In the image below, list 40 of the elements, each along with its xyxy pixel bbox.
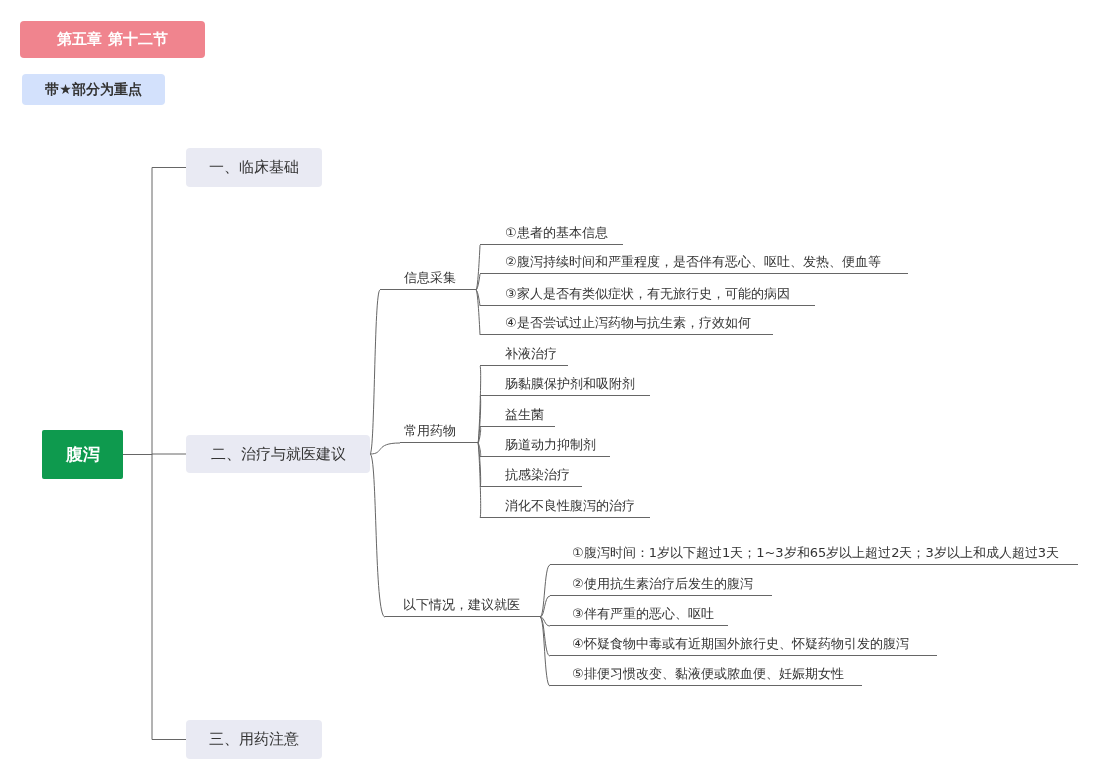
connector-line bbox=[369, 442, 401, 455]
branch-label: 常用药物 bbox=[400, 417, 478, 443]
branch-label: 肠道动力抑制剂 bbox=[480, 432, 610, 457]
connector-line bbox=[475, 273, 481, 291]
connector-line bbox=[539, 595, 551, 618]
branch-label: ②腹泻持续时间和严重程度，是否伴有恶心、呕吐、发热、便血等 bbox=[480, 249, 908, 274]
connector-line bbox=[475, 289, 481, 307]
branch-label: ①腹泻时间：1岁以下超过1天；1~3岁和65岁以上超过2天；3岁以上和成人超过3天 bbox=[550, 521, 1078, 565]
connector-line bbox=[477, 442, 482, 519]
topic-box: 三、用药注意 bbox=[186, 720, 322, 759]
connector-line bbox=[539, 616, 551, 657]
branch-label: 肠黏膜保护剂和吸附剂 bbox=[480, 371, 650, 396]
connector-line bbox=[369, 289, 381, 455]
branch-label: ④怀疑食物中毒或有近期国外旅行史、怀疑药物引发的腹泻 bbox=[550, 631, 937, 656]
connector-line bbox=[539, 616, 551, 627]
branch-label: 益生菌 bbox=[480, 402, 555, 427]
connector-line bbox=[477, 426, 482, 444]
branch-label: ③伴有严重的恶心、呕吐 bbox=[550, 601, 728, 626]
connector-line bbox=[477, 442, 482, 458]
branch-label: ③家人是否有类似症状，有无旅行史，可能的病因 bbox=[480, 281, 815, 306]
branch-label: 抗感染治疗 bbox=[480, 462, 582, 487]
note-box: 带★部分为重点 bbox=[22, 74, 165, 105]
connector-line bbox=[369, 453, 386, 618]
title-banner: 第五章 第十二节 bbox=[20, 21, 205, 58]
connector-line bbox=[477, 395, 482, 444]
branch-label: ②使用抗生素治疗后发生的腹泻 bbox=[550, 571, 772, 596]
branch-label: ④是否尝试过止泻药物与抗生素，疗效如何 bbox=[480, 310, 773, 335]
root-topic-box: 腹泻 bbox=[42, 430, 123, 479]
topic-box: 一、临床基础 bbox=[186, 148, 322, 187]
connector-line bbox=[539, 564, 551, 618]
branch-label: 补液治疗 bbox=[480, 341, 568, 366]
connector-line bbox=[475, 289, 481, 336]
branch-label: ⑤排便习惯改变、黏液便或脓血便、妊娠期女性 bbox=[550, 661, 862, 686]
branch-label: 以下情况，建议就医 bbox=[385, 591, 540, 617]
branch-label: 消化不良性腹泻的治疗 bbox=[480, 493, 650, 518]
branch-label: 信息采集 bbox=[380, 264, 476, 290]
connector-line bbox=[475, 244, 481, 291]
topic-box: 二、治疗与就医建议 bbox=[186, 435, 370, 473]
branch-label: ①患者的基本信息 bbox=[480, 220, 623, 245]
connector-line bbox=[539, 616, 551, 687]
